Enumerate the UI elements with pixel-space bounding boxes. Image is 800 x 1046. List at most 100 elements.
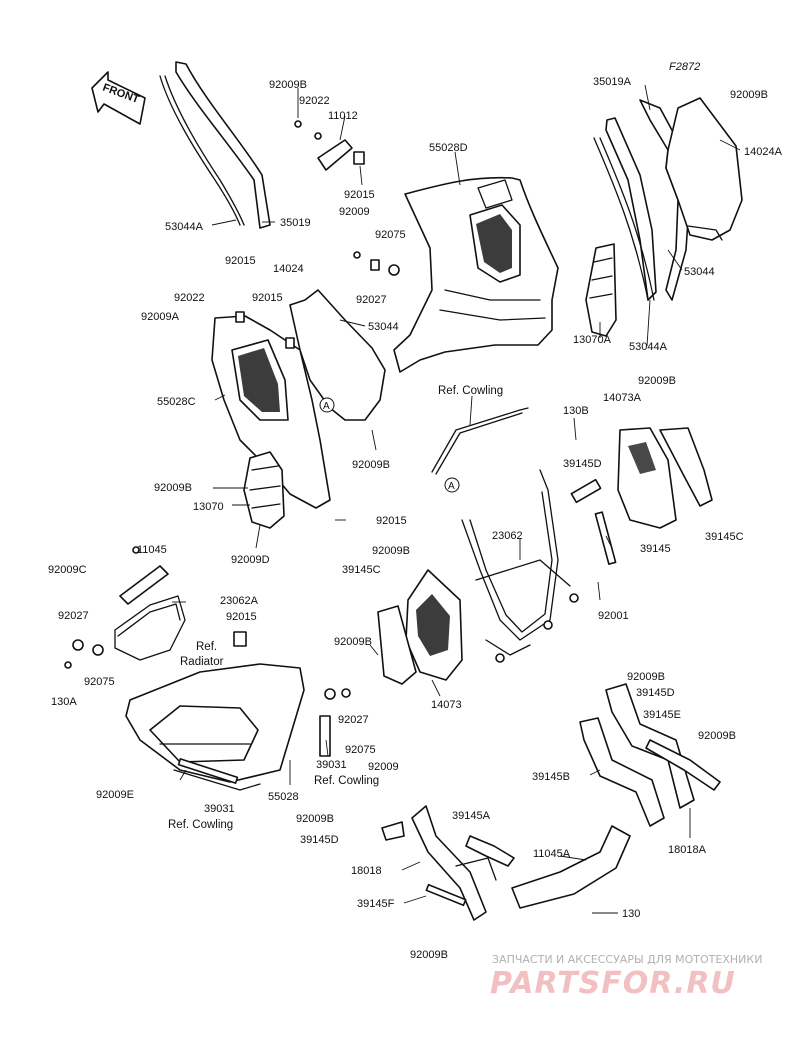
- label-92009: 92009: [339, 206, 370, 218]
- strip-53044a-right: [593, 137, 655, 301]
- label-92027-b: 92027: [58, 610, 89, 622]
- label-39145c-a: 39145C: [705, 531, 744, 543]
- label-92009-b: 92009: [368, 761, 399, 773]
- label-130a: 130A: [51, 696, 77, 708]
- label-92009b-right: 92009B: [730, 89, 768, 101]
- figure-code: F2872: [669, 61, 700, 73]
- label-23062: 23062: [492, 530, 523, 542]
- label-92075-b: 92075: [84, 676, 115, 688]
- label-39145e: 39145E: [643, 709, 681, 721]
- label-92009b-i: 92009B: [698, 730, 736, 742]
- label-92009b-e: 92009B: [638, 375, 676, 387]
- cowling-55028-lower: [125, 663, 305, 791]
- label-92015-c: 92015: [252, 292, 283, 304]
- ref-radiator-line1: Ref.: [196, 641, 217, 653]
- reference-labels: Ref. Cowling Ref. Cowling Ref. Cowling R…: [168, 385, 503, 831]
- housing-14073: [377, 569, 463, 685]
- label-23062a: 23062A: [220, 595, 259, 607]
- ref-cowling-center: Ref. Cowling: [314, 775, 379, 787]
- label-92001: 92001: [598, 610, 629, 622]
- label-11012: 11012: [328, 110, 358, 122]
- label-92009b-k: 92009B: [410, 949, 448, 961]
- label-39031-b: 39031: [204, 803, 235, 815]
- ref-cowling-top: Ref. Cowling: [438, 385, 503, 397]
- label-39145c-b: 39145C: [342, 564, 381, 576]
- label-92009e: 92009E: [96, 789, 134, 801]
- label-39145d-a: 39145D: [563, 458, 602, 470]
- housing-14073a: [617, 427, 713, 529]
- label-92015-d: 92015: [376, 515, 407, 527]
- fasteners-left-cluster: [64, 631, 247, 669]
- strip-53044a-left: [159, 75, 245, 226]
- bracket-11045: [119, 546, 169, 605]
- label-39145b: 39145B: [532, 771, 570, 783]
- label-92075: 92075: [375, 229, 406, 241]
- label-18018a: 18018A: [668, 844, 707, 856]
- bracket-18018: [411, 805, 497, 921]
- label-39145d-c: 39145D: [300, 834, 339, 846]
- label-11045a: 11045A: [533, 848, 571, 860]
- cowling-55028c: [211, 311, 331, 509]
- label-92015-b: 92015: [225, 255, 256, 267]
- label-39145d-b: 39145D: [636, 687, 675, 699]
- vent-13070a: [585, 243, 617, 337]
- label-92009d: 92009D: [231, 554, 270, 566]
- label-92009b-c: 92009B: [352, 459, 390, 471]
- watermark-brand: PARTSFOR.RU: [490, 966, 736, 1001]
- label-14024a: 14024A: [744, 146, 783, 158]
- label-92009b-f: 92009B: [372, 545, 410, 557]
- watermark: ЗАПЧАСТИ И АКСЕССУАРЫ ДЛЯ МОТОТЕХНИКИ PA…: [490, 953, 762, 1001]
- rod-39145: [594, 511, 617, 565]
- fasteners-center-top: [353, 251, 400, 276]
- stay-23062: [461, 469, 579, 663]
- cover-14024: [289, 289, 386, 421]
- label-53044a-right: 53044A: [629, 341, 668, 353]
- label-14073: 14073: [431, 699, 462, 711]
- label-92027-c: 92027: [338, 714, 369, 726]
- pad-39031-lower: [177, 758, 239, 784]
- circle-marker-a-right: A: [444, 477, 460, 493]
- label-11045: 11045: [137, 544, 167, 556]
- rod-39145f: [425, 883, 467, 907]
- label-92075-c: 92075: [345, 744, 376, 756]
- label-92009b-g: 92009B: [334, 636, 372, 648]
- label-92022: 92022: [299, 95, 330, 107]
- label-92027: 92027: [356, 294, 387, 306]
- rod-39145e: [645, 739, 721, 791]
- front-arrow-icon: FRONT: [91, 71, 146, 125]
- label-53044a-left: 53044A: [165, 221, 204, 233]
- label-130: 130: [622, 908, 640, 920]
- label-39145f: 39145F: [357, 898, 395, 910]
- label-92009a: 92009A: [141, 311, 180, 323]
- rod-39145d: [570, 478, 602, 504]
- watermark-tagline: ЗАПЧАСТИ И АКСЕССУАРЫ ДЛЯ МОТОТЕХНИКИ: [492, 953, 762, 966]
- label-39031-a: 39031: [316, 759, 347, 771]
- label-39145: 39145: [640, 543, 671, 555]
- grille-13070: [243, 451, 285, 529]
- label-92009b-j: 92009B: [296, 813, 334, 825]
- label-35019: 35019: [280, 217, 311, 229]
- pad-39031-center: [319, 688, 351, 757]
- cover-14024a: [665, 97, 743, 241]
- stay-39145b: [579, 717, 665, 827]
- clip-39145d-lower: [381, 821, 405, 841]
- label-92022-b: 92022: [174, 292, 205, 304]
- label-13070a: 13070A: [573, 334, 612, 346]
- label-39145a: 39145A: [452, 810, 491, 822]
- bracket-23062a: [114, 595, 186, 661]
- stay-11045a: [511, 825, 631, 909]
- label-92009c: 92009C: [48, 564, 87, 576]
- label-92009b-h: 92009B: [627, 671, 665, 683]
- label-55028c: 55028C: [157, 396, 196, 408]
- label-92009b: 92009B: [269, 79, 307, 91]
- label-92015: 92015: [344, 189, 375, 201]
- label-92009b-d: 92009B: [154, 482, 192, 494]
- ref-cowling-bottom: Ref. Cowling: [168, 819, 233, 831]
- strip-35019: [175, 61, 271, 229]
- label-35019a: 35019A: [593, 76, 632, 88]
- label-14073a: 14073A: [603, 392, 642, 404]
- leader-lines: [172, 84, 741, 914]
- cowling-55028d: [393, 176, 559, 373]
- ref-radiator-line2: Radiator: [180, 656, 224, 668]
